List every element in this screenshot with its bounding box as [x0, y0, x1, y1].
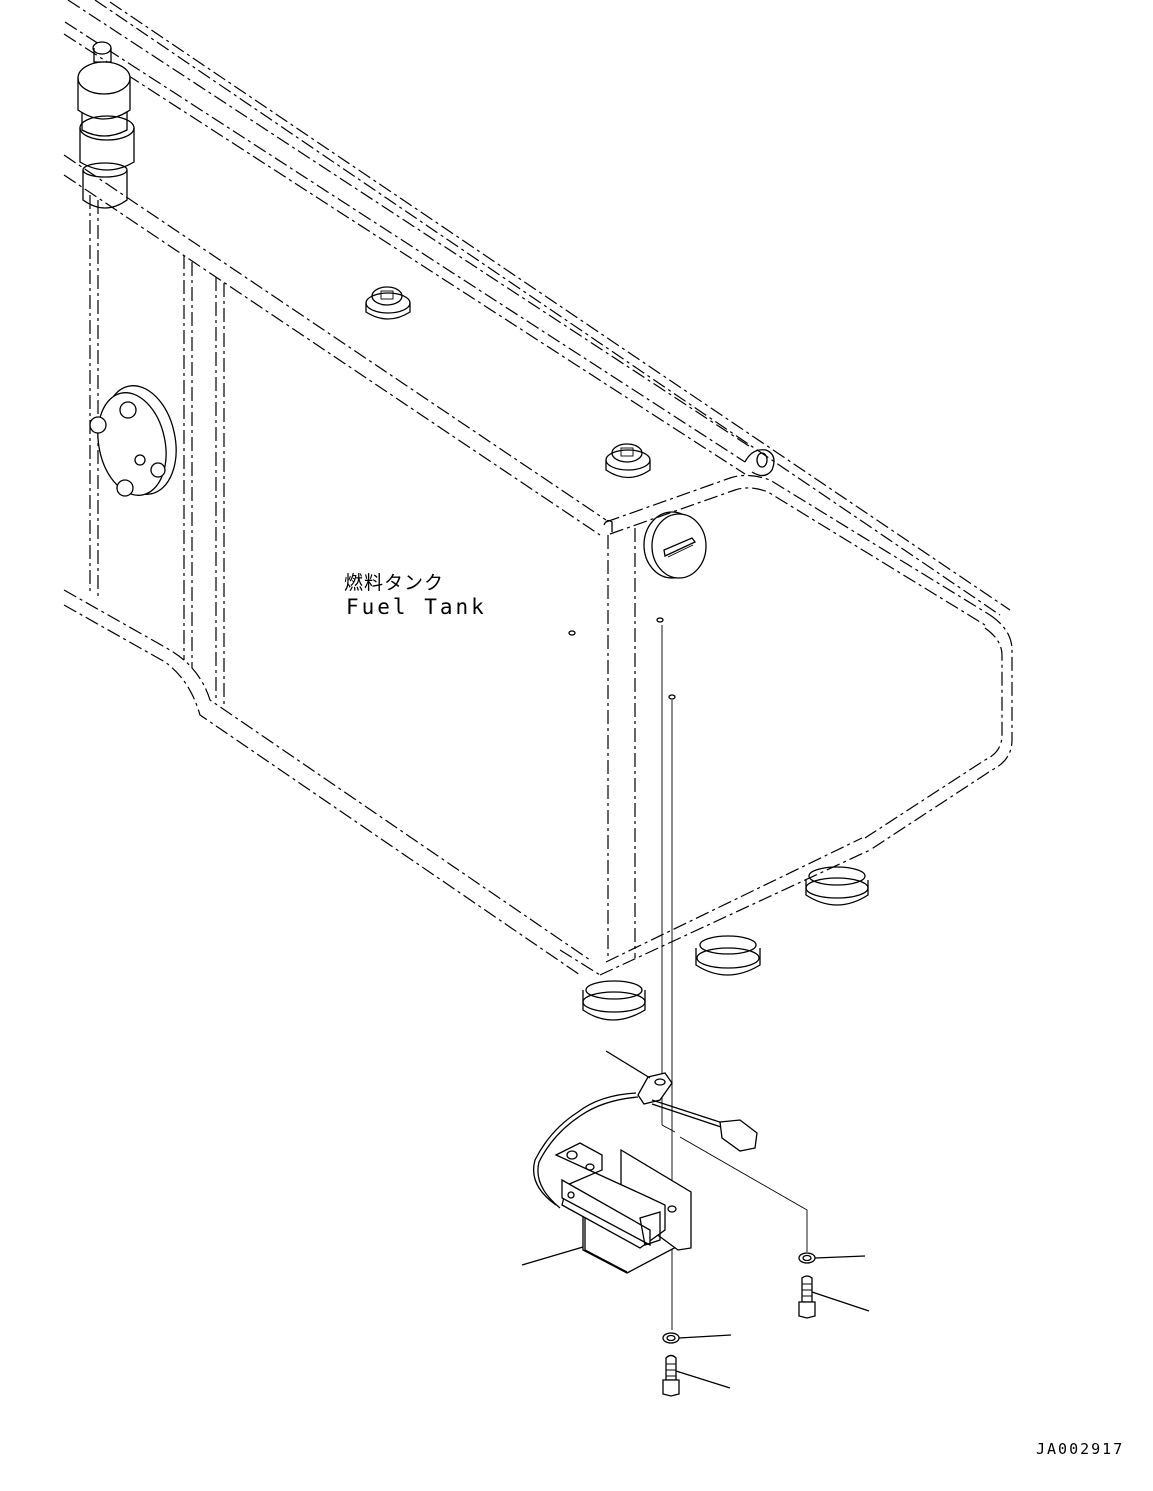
fuel-tank-label-jp: 燃料タンク [344, 572, 445, 594]
bracket-assembly [554, 1142, 692, 1274]
sensor-clamp [533, 1072, 758, 1209]
top-fitting [77, 41, 135, 209]
filler-cap [643, 511, 707, 579]
fuel-tank-outline [63, 0, 1013, 976]
breather-plug-2 [605, 443, 651, 479]
leader-clamp [605, 1050, 651, 1079]
leader-bolt-1 [811, 1291, 870, 1312]
washer-2 [662, 1332, 680, 1344]
drawing-id: JA002917 [1036, 1440, 1125, 1458]
washer-1 [798, 1252, 816, 1264]
mount-cushions [582, 866, 869, 1021]
leader-bracket [521, 1246, 584, 1266]
leader-washer-1 [814, 1255, 866, 1259]
bolt-2 [662, 1354, 680, 1397]
leader-lines [521, 1050, 870, 1389]
leader-bolt-2 [675, 1370, 731, 1389]
breather-plug-1 [365, 286, 411, 320]
fuel-tank-label-en: Fuel Tank [346, 595, 487, 619]
inspection-cover [89, 385, 177, 497]
bolt-1 [798, 1275, 816, 1319]
leader-washer-2 [678, 1334, 732, 1339]
